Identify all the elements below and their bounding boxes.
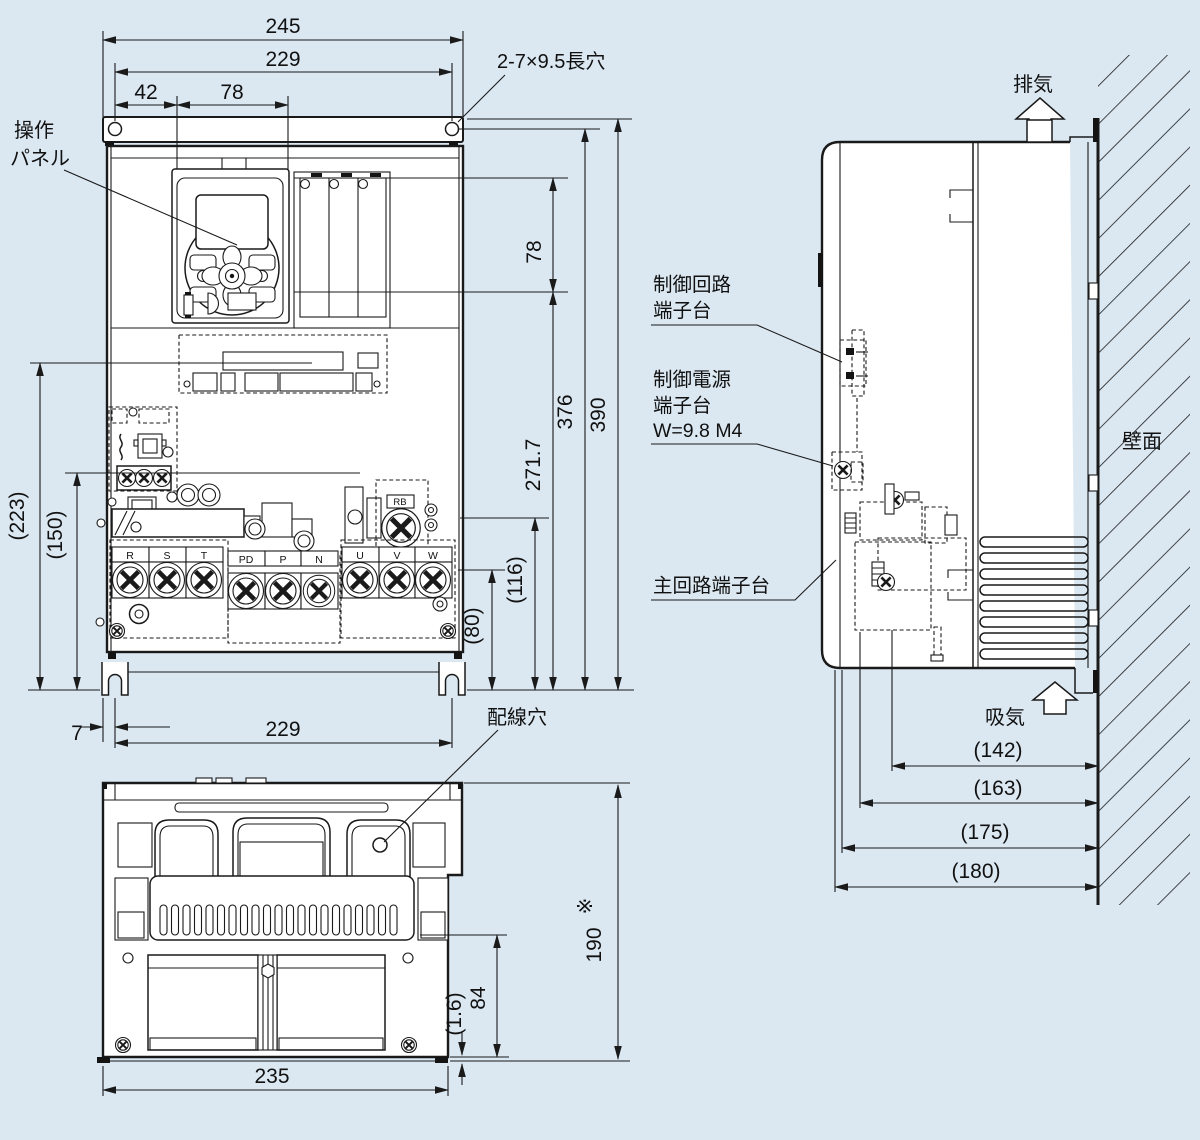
terminal-label-r: R — [126, 550, 134, 562]
operation-panel-leader — [63, 169, 238, 246]
option-slot-covers — [293, 171, 391, 329]
ctrl-power-leader — [651, 443, 834, 467]
mounting-hole-right — [444, 121, 460, 137]
dim-223: (223) — [6, 491, 29, 540]
dim-142: (142) — [973, 739, 1022, 762]
mounting-hook-tab — [1026, 119, 1053, 143]
terminal-label-pd: PD — [239, 554, 254, 566]
ctrl-power-label-l3: W=9.8 M4 — [653, 420, 743, 442]
wiring-hole-leader — [383, 729, 499, 843]
dim-panel-offset: 42 — [134, 81, 157, 104]
bottom-view-dimensions: 配線穴 235 84 (1.6) 190 ※ — [102, 706, 630, 1096]
terminal-label-s: S — [163, 550, 170, 562]
keypad-edge — [818, 253, 823, 287]
mounting-plate — [102, 116, 464, 143]
operation-panel — [171, 158, 290, 324]
hex-bolt — [261, 963, 275, 979]
intake-arrow-icon — [1030, 681, 1080, 715]
dim-hole-pitch: 229 — [265, 48, 300, 71]
terminal-label-t: T — [201, 550, 208, 562]
slot-hole-leader — [457, 74, 506, 123]
dim-overall-height: 390 — [587, 397, 610, 432]
dim-80: (80) — [461, 607, 484, 644]
vent-slots — [159, 904, 398, 936]
main-terminal-block: R S T PD P N U V W — [95, 539, 457, 644]
bottom-view — [97, 777, 464, 1063]
terminal-label-u: U — [356, 550, 364, 562]
terminal-label-w: W — [428, 550, 438, 562]
side-view: 排気 — [818, 73, 1099, 729]
ctrl-power-label-l1: 制御電源 — [653, 369, 731, 391]
mounting-foot-right — [438, 662, 466, 696]
wiring-hole — [372, 837, 388, 853]
side-body — [820, 140, 1075, 670]
wiring-hole-label: 配線穴 — [487, 706, 547, 729]
dim-plate-thickness: (1.6) — [443, 992, 466, 1035]
heatsink-fins — [979, 536, 1089, 660]
emc-filter-assembly — [107, 406, 186, 513]
terminal-label-n: N — [315, 554, 323, 566]
dim-bottom-width: 235 — [254, 1065, 289, 1088]
dim-116: (116) — [504, 556, 527, 603]
dim-terminal-height: 271.7 — [522, 439, 545, 492]
terminal-labels: R S T PD P N U V W — [126, 550, 438, 566]
dim-150: (150) — [44, 510, 67, 559]
side-view-annotations: 制御回路 端子台 制御電源 端子台 W=9.8 M4 主回路端子台 (142) … — [651, 274, 1099, 892]
keypad-display — [195, 194, 269, 250]
ctrl-power-label-l2: 端子台 — [653, 395, 712, 417]
wall: 壁面 — [1096, 55, 1190, 905]
exhaust-label: 排気 — [1013, 73, 1053, 96]
main-circuit-label: 主回路端子台 — [653, 575, 770, 597]
rb-terminal: RB — [375, 479, 438, 561]
dim-depth-ref-mark: ※ — [575, 898, 597, 915]
slot-hole-label: 2-7×9.5長穴 — [497, 50, 605, 73]
control-power-terminal — [831, 451, 864, 491]
mounting-hole-left — [107, 121, 123, 137]
operation-panel-label-l1: 操作 — [14, 119, 54, 142]
dim-heatsink-height: 84 — [467, 986, 490, 1010]
dim-overall-width: 245 — [265, 15, 300, 38]
dim-edge-offset: 7 — [71, 722, 83, 745]
dim-175: (175) — [960, 821, 1009, 844]
front-bottom-feet — [101, 651, 466, 696]
main-circuit-leader — [651, 559, 837, 601]
dim-163: (163) — [973, 777, 1022, 800]
dim-bottom-hole-pitch: 229 — [265, 718, 300, 741]
bus-bars — [96, 483, 382, 552]
control-circuit-terminal — [839, 329, 868, 452]
ctrl-circuit-label-l1: 制御回路 — [653, 274, 731, 296]
mounting-foot-left — [101, 662, 129, 696]
main-circuit-terminal-internals — [844, 483, 967, 662]
dim-keypad-height: 78 — [523, 240, 546, 263]
front-view-dimensions: 245 229 42 78 2-7×9.5長穴 操作 パネル 78 271.7 … — [6, 15, 634, 748]
dim-panel-width: 78 — [220, 81, 243, 104]
terminal-label-p: P — [279, 554, 286, 566]
ctrl-circuit-label-l2: 端子台 — [653, 300, 712, 322]
terminal-label-v: V — [393, 550, 400, 562]
dim-hole-height: 376 — [554, 394, 577, 429]
front-view: RB R S T PD P N U V W — [95, 116, 466, 696]
operation-panel-label-l2: パネル — [10, 148, 70, 170]
dim-180: (180) — [951, 860, 1000, 883]
wiring-openings — [154, 817, 411, 881]
heatsink-blocks — [147, 954, 386, 1051]
wall-label: 壁面 — [1122, 430, 1162, 453]
rb-terminal-label: RB — [393, 497, 406, 508]
wall-hatching — [1098, 55, 1190, 905]
intake-label: 吸気 — [985, 706, 1025, 729]
ctrl-circuit-leader — [651, 324, 843, 363]
dim-depth: 190 — [583, 927, 606, 962]
control-terminal-strips — [178, 334, 388, 394]
